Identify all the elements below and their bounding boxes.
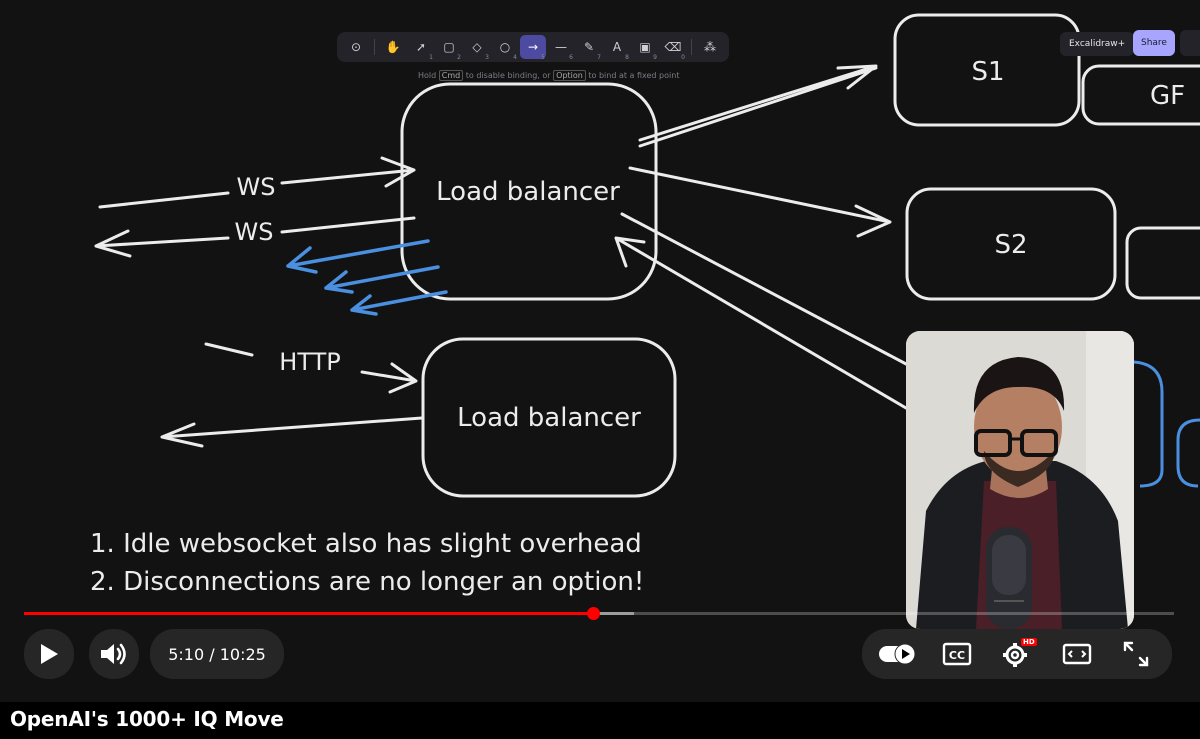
text-icon: A: [612, 40, 622, 54]
eraser-icon: ⌫: [664, 40, 682, 54]
partial-box-2: [1125, 226, 1200, 300]
volume-button[interactable]: [89, 629, 139, 679]
rectangle-icon: ▢: [443, 40, 455, 54]
tool-image[interactable]: ▣9: [632, 35, 658, 61]
tool-diamond[interactable]: ◇3: [464, 35, 490, 61]
selection-icon: ➚: [415, 40, 427, 54]
ws-out-label: WS: [235, 218, 274, 246]
tool-shortcut-key: 0: [681, 54, 685, 61]
lb-bottom-label: Load balancer: [457, 403, 641, 433]
presenter-webcam: [906, 331, 1134, 629]
lb-s2-arrow: [628, 166, 892, 238]
lb-top-box: [400, 82, 658, 301]
s2-box: [905, 187, 1117, 301]
captions-label: CC: [949, 649, 965, 662]
video-player[interactable]: Load balancer Load balancer S1 S2 GF WS …: [0, 0, 1200, 702]
fullscreen-icon: [1123, 641, 1149, 667]
diamond-icon: ◇: [472, 40, 482, 54]
captions-icon: CC: [943, 642, 972, 666]
tool-shortcut-key: 7: [597, 54, 601, 61]
tool-shortcut-key: 3: [485, 54, 489, 61]
http-in-arrow: [360, 362, 418, 394]
tool-hand[interactable]: ✋: [380, 35, 406, 59]
blue-arrow-2: [324, 265, 440, 294]
http-out-arrow: [160, 416, 424, 448]
tool-ellipse[interactable]: ○4: [492, 35, 518, 61]
http-in-line: [204, 342, 254, 357]
partial-box-label: GF: [1150, 81, 1185, 111]
tool-eraser[interactable]: ⌫0: [660, 35, 686, 61]
captions-button[interactable]: CC: [937, 634, 977, 674]
lock-icon: ⊙: [350, 40, 362, 54]
ellipse-icon: ○: [499, 40, 511, 54]
lb-s1-arrow: [638, 64, 878, 148]
video-title: OpenAI's 1000+ IQ Move: [10, 707, 284, 731]
s3-lb-arrow: [614, 236, 908, 410]
tool-shortcut-key: 2: [457, 54, 461, 61]
pencil-icon: ✎: [583, 40, 595, 54]
tool-shortcut-key: 6: [569, 54, 573, 61]
share-button[interactable]: Share: [1133, 30, 1175, 56]
whiteboard-canvas: Load balancer Load balancer S1 S2 GF WS …: [90, 13, 1200, 597]
tool-shortcut-key: 1: [429, 54, 433, 61]
s1-label: S1: [971, 57, 1004, 87]
tool-lock[interactable]: ⊙: [343, 35, 369, 59]
tool-pencil[interactable]: ✎7: [576, 35, 602, 61]
tool-selection[interactable]: ➚1: [408, 35, 434, 61]
arrow-icon: →: [527, 40, 539, 54]
time-display: 5:10 / 10:25: [150, 629, 284, 679]
volume-icon: [101, 643, 126, 665]
tool-extra-tools[interactable]: ⁂: [697, 35, 723, 59]
gear-icon: [1002, 643, 1027, 667]
tool-line[interactable]: —6: [548, 35, 574, 61]
extra-tools-icon: ⁂: [704, 40, 716, 54]
progress-scrubber[interactable]: [587, 607, 601, 620]
library-button[interactable]: [1180, 30, 1200, 56]
excalidraw-plus-button[interactable]: Excalidraw+: [1060, 32, 1135, 56]
ws-in-label: WS: [237, 173, 276, 201]
progress-bar[interactable]: [24, 607, 1174, 620]
play-button[interactable]: [24, 629, 74, 679]
lb-top-label: Load balancer: [436, 177, 620, 207]
tool-shortcut-key: 5: [541, 54, 545, 61]
tool-shortcut-key: 8: [625, 54, 629, 61]
theater-mode-button[interactable]: [1057, 634, 1097, 674]
tool-shortcut-key: 4: [513, 54, 517, 61]
blue-arrow-1: [286, 239, 430, 274]
note-1: 1. Idle websocket also has slight overhe…: [90, 529, 642, 559]
toolbar-separator: [374, 39, 375, 55]
http-label: HTTP: [279, 348, 340, 376]
toolbar-separator: [691, 39, 692, 55]
image-icon: ▣: [639, 40, 651, 54]
lb-s3-arrow: [620, 212, 910, 367]
theater-icon: [1062, 643, 1091, 665]
tool-arrow[interactable]: →5: [520, 35, 546, 61]
hd-badge: HD: [1020, 638, 1037, 646]
hand-icon: ✋: [385, 40, 401, 54]
blue-arrow-3: [350, 290, 448, 316]
s2-label: S2: [994, 230, 1027, 260]
settings-button[interactable]: HD: [997, 634, 1037, 674]
play-icon: [41, 644, 58, 664]
binding-hint: Hold Cmd to disable binding, or Option t…: [418, 70, 680, 81]
partial-box: [1081, 64, 1200, 126]
note-2: 2. Disconnections are no longer an optio…: [90, 567, 644, 597]
time-current: 5:10: [168, 644, 205, 664]
fullscreen-button[interactable]: [1116, 634, 1156, 674]
autoplay-icon: [878, 643, 916, 665]
s1-box: [893, 13, 1081, 127]
ws-out-arrow: [94, 216, 416, 258]
line-icon: —: [555, 40, 567, 54]
tool-shortcut-key: 9: [653, 54, 657, 61]
time-total: 10:25: [219, 644, 266, 664]
progress-played: [24, 612, 594, 615]
tool-rectangle[interactable]: ▢2: [436, 35, 462, 61]
ws-in-arrow: [98, 156, 416, 209]
right-controls: CC HD: [862, 629, 1172, 679]
autoplay-toggle[interactable]: [878, 634, 918, 674]
